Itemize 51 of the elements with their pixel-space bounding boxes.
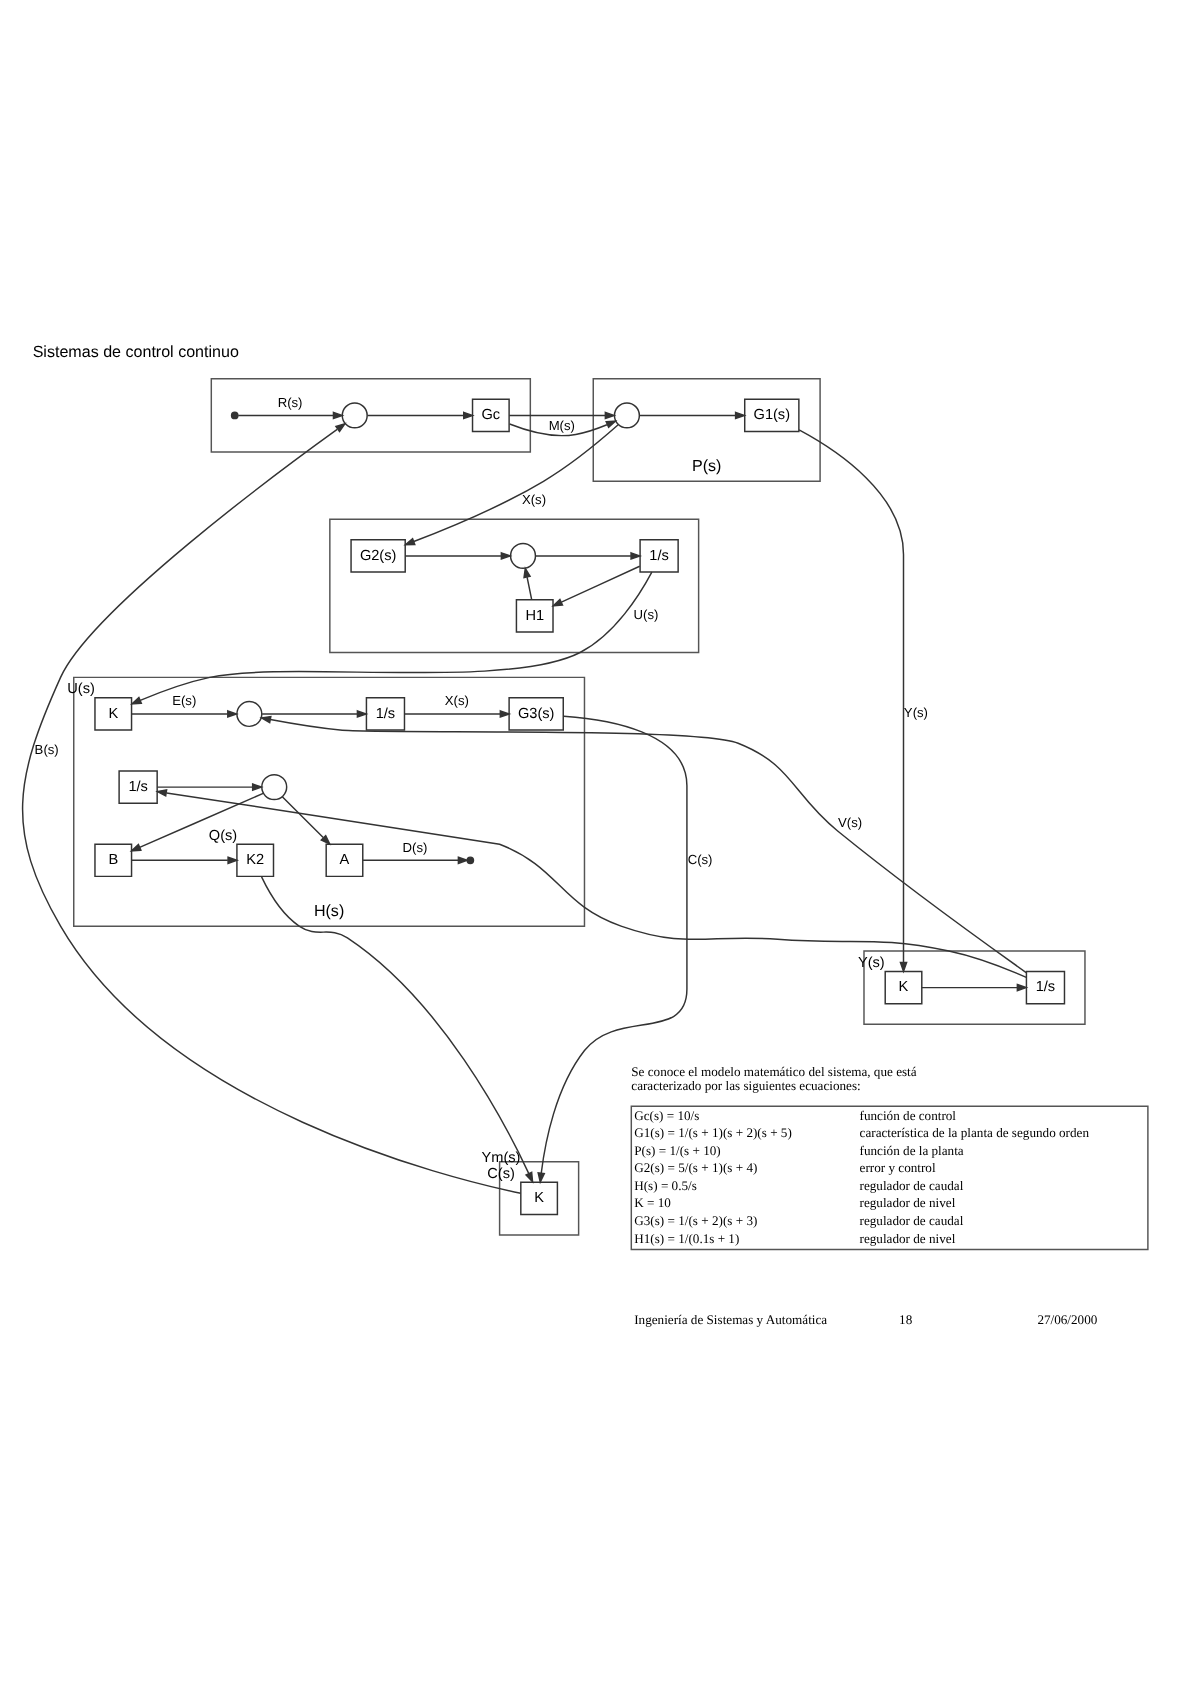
node-label: Q(s) (208, 825, 238, 844)
node-circle (261, 773, 288, 801)
arrow (366, 411, 475, 420)
arrow (259, 715, 1027, 974)
cluster (329, 518, 700, 654)
diagram-title: Sistemas de control continuo (32, 342, 239, 361)
arrow (156, 783, 264, 792)
node-box: 1/s (1025, 970, 1066, 1005)
arrow (155, 788, 1028, 979)
node-box: B (94, 843, 133, 878)
arrow (21, 422, 522, 1194)
node-box: G1(s) (744, 398, 800, 433)
node-box: G2(s) (350, 539, 406, 573)
arrow (130, 856, 240, 865)
arrow (261, 709, 369, 719)
node-box: K (94, 697, 133, 731)
arrow (403, 709, 512, 719)
node-box: 1/s (118, 770, 158, 804)
node-box: K (520, 1181, 559, 1216)
node-circle (613, 402, 641, 429)
arrow (237, 411, 345, 420)
node-label: Y(s) (857, 953, 885, 972)
node-label: Ym(s) (481, 1147, 521, 1166)
arrow (362, 856, 470, 865)
arrow (130, 571, 653, 705)
arrow (921, 983, 1029, 992)
node-box: K (884, 970, 923, 1005)
node-circle (341, 402, 368, 429)
arrow (130, 709, 239, 719)
node-box: A (325, 843, 364, 878)
node-box: Gc (471, 398, 510, 433)
arrow (523, 566, 533, 601)
arrow (551, 565, 641, 607)
arrow (798, 429, 908, 974)
arrow (403, 424, 619, 546)
node-box: 1/s (639, 539, 679, 573)
arrow (129, 792, 264, 852)
arrow (508, 411, 618, 437)
cluster (210, 378, 532, 453)
node-circle (509, 542, 537, 570)
arrow (535, 551, 643, 560)
arrow (638, 411, 747, 420)
arrow (537, 715, 688, 1185)
arrow (404, 551, 513, 560)
node-box: H1 (515, 599, 554, 633)
node-box: 1/s (365, 697, 406, 731)
arrow (260, 876, 534, 1184)
arrow (281, 795, 332, 846)
node-box: G3(s) (508, 697, 564, 731)
node-box: K2 (236, 843, 275, 878)
node-circle (236, 700, 263, 728)
